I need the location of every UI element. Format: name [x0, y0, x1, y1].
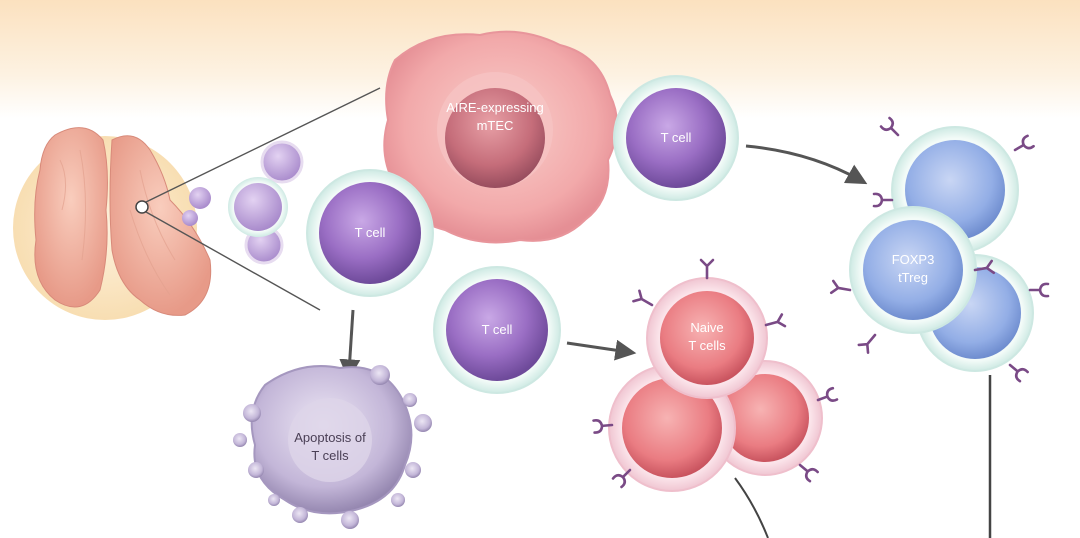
arrow-to-treg — [745, 144, 868, 185]
naive-label-line1: Naive — [690, 320, 723, 335]
naive-exit-line — [734, 477, 769, 538]
treg-label-line2: tTreg — [898, 270, 928, 285]
focus-marker — [135, 200, 149, 214]
t-cell-top: T cell — [613, 75, 739, 201]
thymocyte-cluster — [182, 140, 304, 265]
aire-mtec-cell: AIRE-expressing mTEC — [383, 30, 619, 244]
arrow-to-naive — [566, 339, 637, 361]
t-cell-left-label: T cell — [355, 225, 386, 240]
t-cell-top-label: T cell — [661, 130, 692, 145]
apoptotic-cell: Apoptosis of T cells — [233, 365, 432, 529]
aire-label-line1: AIRE-expressing — [446, 100, 544, 115]
thymus-organ — [13, 127, 212, 320]
arrow-to-apoptosis — [339, 309, 361, 381]
t-cell-middle-label: T cell — [482, 322, 513, 337]
naive-label-line2: T cells — [688, 338, 726, 353]
treg-label-line1: FOXP3 — [892, 252, 935, 267]
treg-cluster: FOXP3 tTreg — [829, 116, 1050, 383]
naive-t-cells-cluster: Naive T cells — [592, 258, 839, 492]
apoptosis-label-line1: Apoptosis of — [294, 430, 366, 445]
t-cell-middle: T cell — [433, 266, 561, 394]
apoptosis-label-line2: T cells — [311, 448, 349, 463]
zoom-line-bottom — [145, 211, 321, 311]
aire-label-line2: mTEC — [477, 118, 514, 133]
zoom-line-top — [145, 87, 381, 203]
t-cell-left: T cell — [306, 169, 434, 297]
